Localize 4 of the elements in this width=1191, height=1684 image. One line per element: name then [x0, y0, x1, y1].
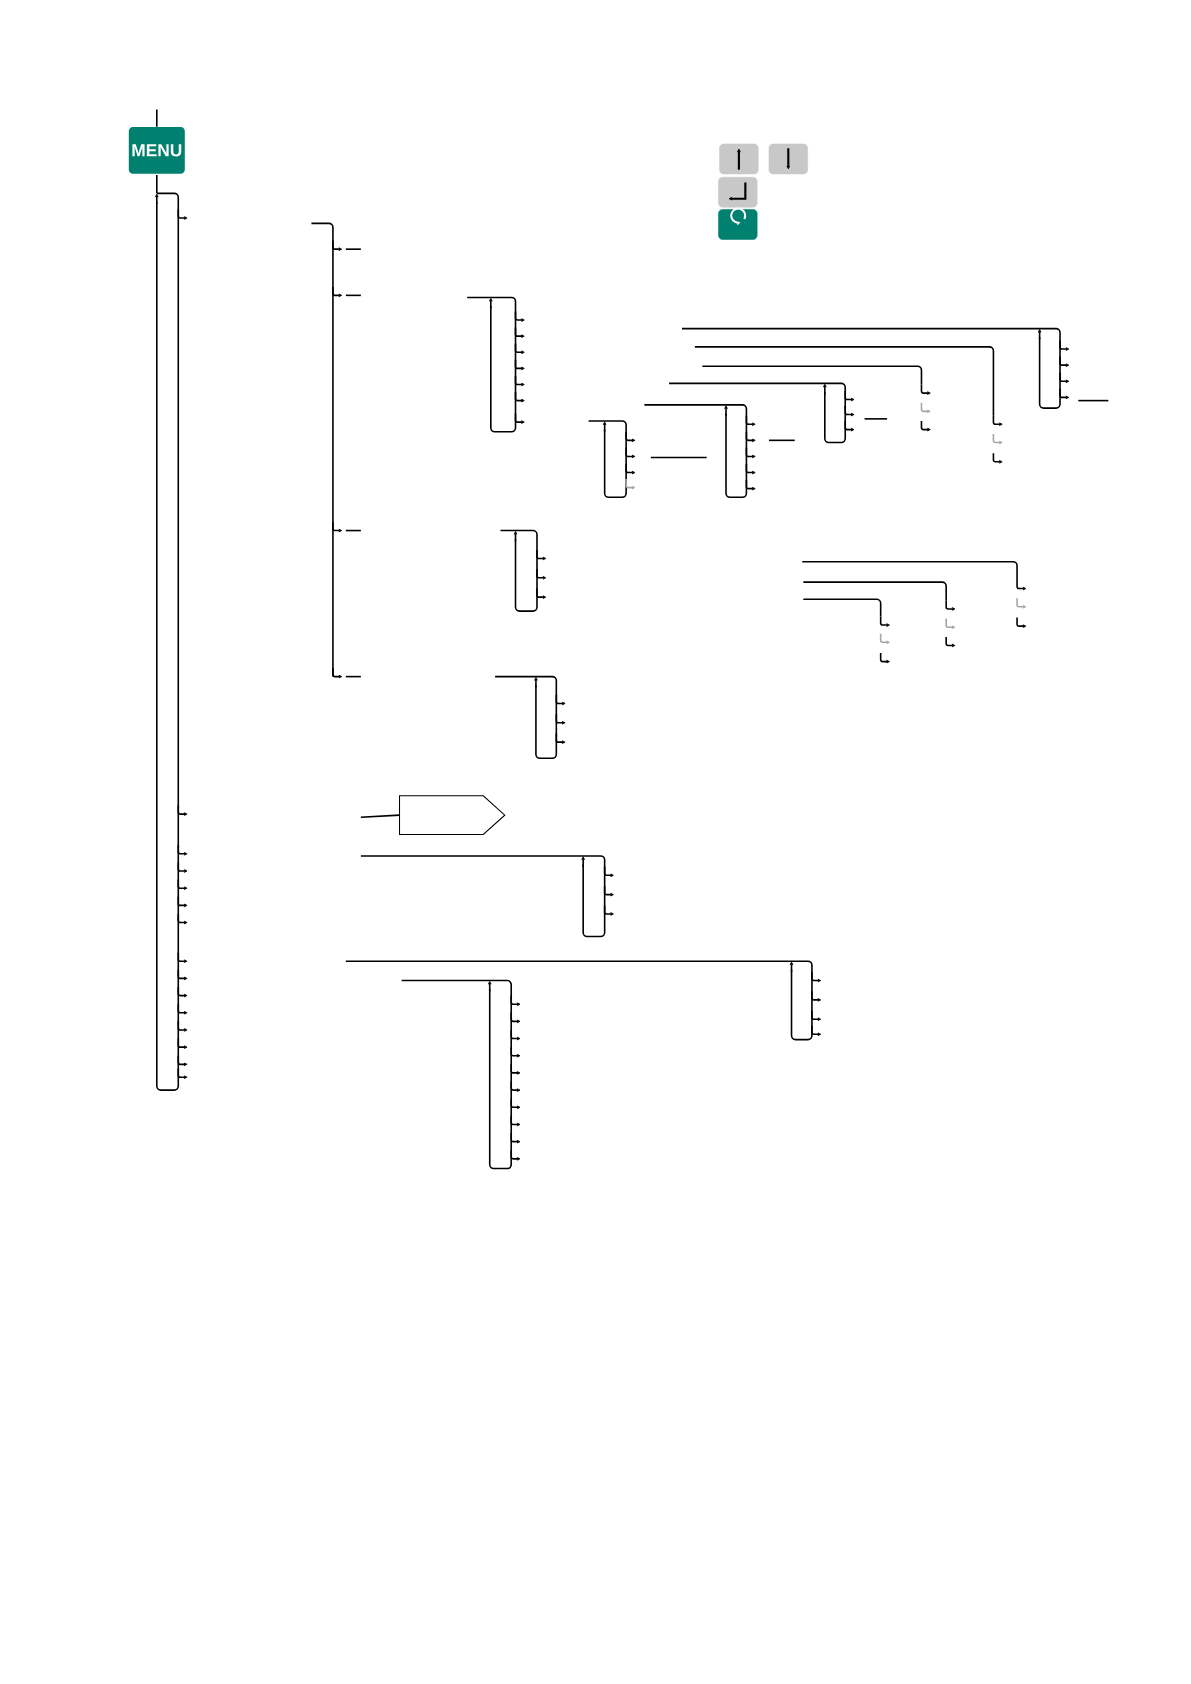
pentagon-shape — [398, 795, 506, 836]
connector-line — [360, 814, 401, 819]
connector-line — [156, 108, 158, 128]
menu-button: MENU — [128, 127, 185, 174]
